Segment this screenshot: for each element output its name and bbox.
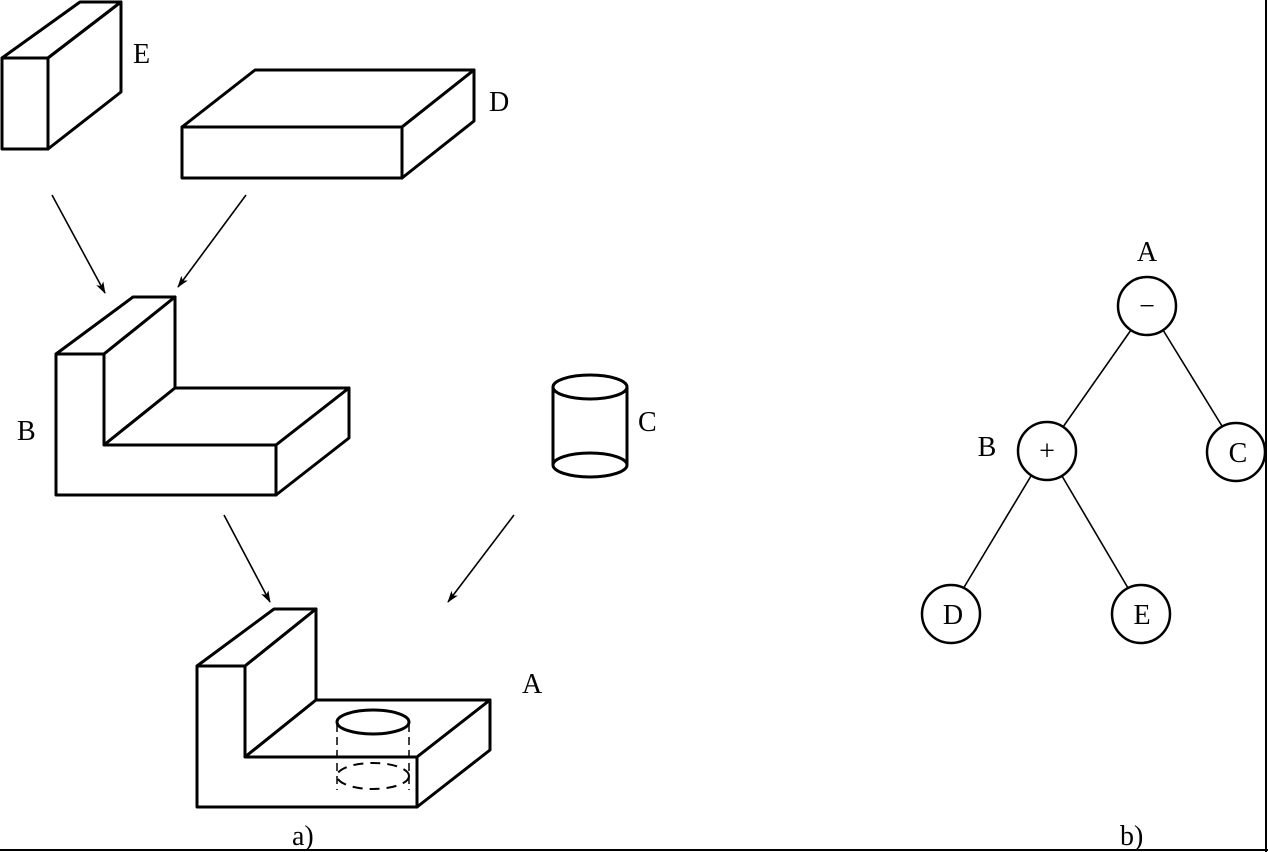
node-e-text: E bbox=[1133, 600, 1150, 631]
solid-a bbox=[195, 607, 492, 809]
node-e bbox=[1110, 583, 1172, 645]
solid-e bbox=[0, 0, 123, 151]
solid-d bbox=[180, 68, 476, 180]
hole bbox=[335, 708, 411, 790]
node-d bbox=[920, 583, 982, 645]
caption-b: b) bbox=[1120, 821, 1143, 852]
node-b bbox=[1016, 420, 1078, 482]
solid-b bbox=[54, 295, 351, 497]
caption-a: a) bbox=[292, 821, 314, 852]
node-c bbox=[1205, 421, 1267, 483]
node-a-name: A bbox=[1137, 237, 1158, 268]
solid-c bbox=[551, 373, 629, 479]
arrows bbox=[51, 194, 515, 603]
arrow-d-to-b bbox=[177, 194, 247, 288]
node-b-op: + bbox=[1039, 436, 1055, 467]
arrow-b-to-a bbox=[223, 514, 271, 603]
arrow-e-to-b bbox=[51, 194, 106, 294]
label-e: E bbox=[133, 39, 150, 70]
csg-tree: − + C D E A B bbox=[920, 237, 1267, 645]
node-d-text: D bbox=[943, 600, 963, 631]
label-d: D bbox=[489, 87, 509, 118]
arrow-c-to-a bbox=[447, 514, 515, 603]
node-b-name: B bbox=[978, 432, 997, 463]
label-c: C bbox=[638, 407, 657, 438]
label-b: B bbox=[17, 416, 36, 447]
node-c-text: C bbox=[1229, 438, 1248, 469]
node-a-op: − bbox=[1139, 291, 1155, 322]
node-a bbox=[1116, 275, 1178, 337]
label-a: A bbox=[522, 669, 543, 700]
